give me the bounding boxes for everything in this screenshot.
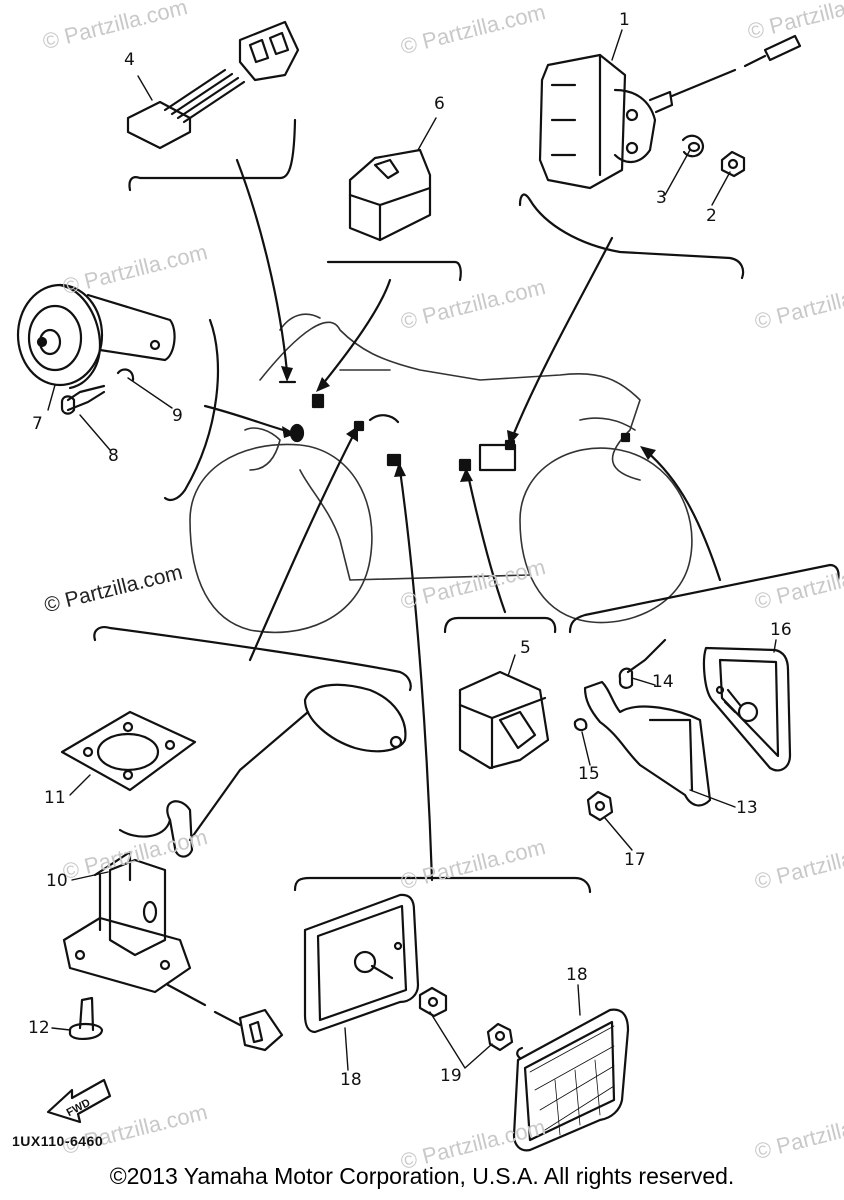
callout-18: 18 xyxy=(566,965,588,985)
part-relay-6 xyxy=(348,148,432,242)
part-starter-relay xyxy=(538,34,802,190)
leader-16 xyxy=(643,448,722,582)
part-code: 1UX110-6460 xyxy=(12,1133,104,1149)
part-flasher xyxy=(458,670,550,770)
bracket-10 xyxy=(93,626,412,692)
callout-8: 8 xyxy=(108,446,119,466)
bracket-16 xyxy=(568,563,840,634)
callout-4: 4 xyxy=(124,50,135,70)
arrowheads xyxy=(281,366,656,482)
bracket-1 xyxy=(518,193,745,280)
bracket-4 xyxy=(128,118,297,192)
part-connector xyxy=(126,20,300,150)
callout-19: 19 xyxy=(440,1066,462,1086)
bracket-18 xyxy=(293,876,592,894)
leader-10 xyxy=(248,430,357,662)
fwd-arrow-icon xyxy=(46,1078,112,1124)
callout-16: 16 xyxy=(770,620,792,640)
callout-1: 1 xyxy=(619,10,630,30)
bracket-6 xyxy=(326,260,462,282)
callout-15: 15 xyxy=(578,764,600,784)
callout-7: 7 xyxy=(32,414,43,434)
part-horn xyxy=(16,283,176,415)
copyright-notice: ©2013 Yamaha Motor Corporation, U.S.A. A… xyxy=(109,1163,735,1189)
leader-4 xyxy=(235,158,289,374)
callout-10: 10 xyxy=(46,871,68,891)
callout-leaders xyxy=(47,29,777,1071)
callout-14: 14 xyxy=(652,672,674,692)
callout-12: 12 xyxy=(28,1018,50,1038)
bracket-5 xyxy=(443,616,557,634)
callout-6: 6 xyxy=(434,94,445,114)
part-side-reflectors xyxy=(303,893,630,1152)
leader-6 xyxy=(320,278,392,387)
callout-13: 13 xyxy=(736,798,758,818)
part-nut-washer xyxy=(681,134,746,178)
callout-11: 11 xyxy=(44,788,66,808)
leader-5 xyxy=(466,473,507,614)
leader-1 xyxy=(510,236,614,440)
bike-component-marks xyxy=(278,380,631,472)
callout-2: 2 xyxy=(706,206,717,226)
callout-17: 17 xyxy=(624,850,646,870)
callout-5: 5 xyxy=(520,638,531,658)
callout-18: 18 xyxy=(340,1070,362,1090)
motorcycle-outline xyxy=(189,313,693,634)
callout-9: 9 xyxy=(172,406,183,426)
part-fuel-sender xyxy=(60,683,407,1052)
bracket-7 xyxy=(163,318,220,501)
part-rear-reflector xyxy=(573,638,792,822)
leader-18 xyxy=(398,468,434,882)
callout-3: 3 xyxy=(656,188,667,208)
leader-7 xyxy=(203,404,292,434)
